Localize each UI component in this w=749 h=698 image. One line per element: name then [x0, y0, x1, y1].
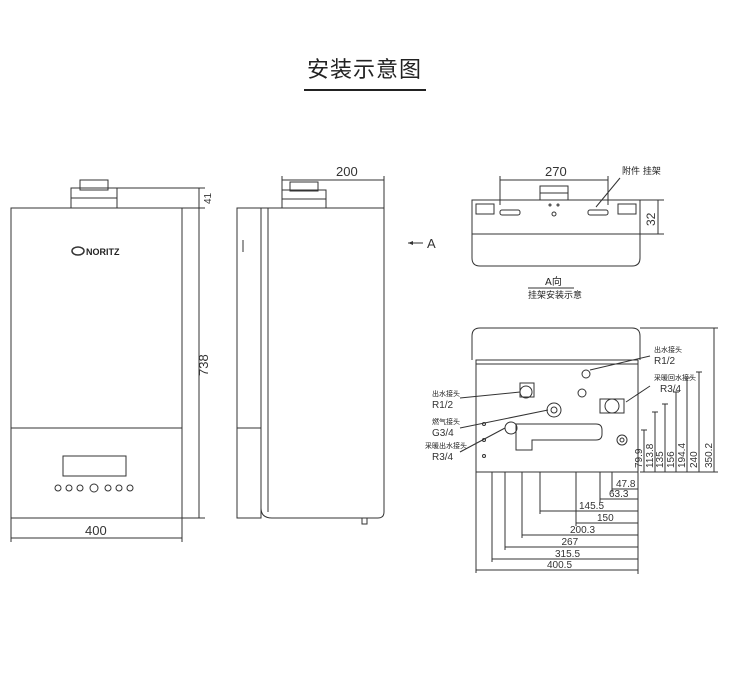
side-body [260, 207, 385, 519]
front-view: NORITZ 41 738 400 [10, 179, 214, 542]
label-return-size: R3/4 [660, 384, 682, 395]
side-view: 200 A [236, 164, 436, 525]
control-buttons [54, 483, 134, 493]
heating-flow [616, 434, 628, 446]
view-a-label: A [427, 236, 436, 251]
front-casing [10, 207, 183, 519]
vdim-label-5: 113.8 [645, 443, 656, 468]
front-height-dim: 738 [196, 354, 211, 376]
parts-label: 附件 挂架 [622, 165, 661, 177]
hdim-label-7: 400.5 [547, 560, 572, 571]
hdim-label-3: 150 [597, 513, 614, 524]
bottom-view: 出水接头 R1/2 燃气接头 G3/4 采暖出水接头 R3/4 出水接头 R1/… [425, 327, 718, 574]
label-gas-name: 燃气接头 [432, 417, 460, 426]
vdim-label-1: 240 [689, 451, 700, 468]
top-casing-outline [471, 234, 641, 267]
label-return-name: 采暖回水接头 [654, 373, 696, 382]
label-gas-size: G3/4 [432, 428, 454, 439]
vdim-label-4: 135 [655, 451, 666, 468]
hdim-label-6: 315.5 [555, 549, 580, 560]
top-width-dim: 270 [545, 164, 567, 179]
hdim-label-0: 47.8 [616, 479, 636, 490]
page-title: 安装示意图 [306, 58, 422, 83]
heating-return [604, 398, 620, 414]
hdim-label-1: 63.3 [609, 489, 629, 500]
label-inlet-name: 出水接头 [654, 345, 682, 354]
hot-water-outlet [519, 385, 533, 399]
vdim-label-3: 156 [666, 451, 677, 468]
label-outlet-name: 出水接头 [432, 389, 460, 398]
cold-water-inlet [581, 369, 591, 379]
title-underline [304, 89, 426, 91]
front-width-dim: 400 [85, 523, 107, 538]
hdim-label-4: 200.3 [570, 525, 595, 536]
bottom-casing-outline [471, 327, 641, 360]
vdim-label-2: 194.4 [677, 443, 688, 468]
label-inlet-size: R1/2 [654, 356, 676, 367]
top-view: 270 附件 挂架 32 A向 挂架安装示意 [471, 164, 664, 301]
top-height-dim: 32 [644, 212, 658, 226]
view-a-caption: A向 [545, 275, 562, 288]
brand-text: NORITZ [86, 247, 120, 257]
front-flue-dim: 41 [203, 192, 214, 204]
label-outlet-size: R1/2 [432, 400, 454, 411]
gas-inlet [546, 402, 562, 418]
hdim-label-2: 145.5 [579, 501, 604, 512]
side-flue-top [289, 181, 319, 192]
bottom-cover-panel [515, 423, 603, 451]
hdim-label-5: 267 [562, 537, 579, 548]
side-depth-dim: 200 [336, 164, 358, 179]
drain-valve [504, 421, 518, 435]
bracket-caption: 挂架安装示意 [528, 289, 582, 301]
brand-logo: NORITZ [71, 246, 120, 257]
front-flue-top [79, 179, 109, 191]
top-bracket-plate [471, 199, 641, 235]
label-heating-out-size: R3/4 [432, 452, 454, 463]
bottom-plate [475, 359, 639, 473]
side-wall-bracket [236, 207, 262, 519]
vdim-label-0: 350.2 [704, 443, 715, 468]
display-screen [62, 455, 127, 477]
vdim-label-6: 79.9 [634, 448, 645, 468]
label-heating-out-name: 采暖出水接头 [425, 441, 467, 450]
